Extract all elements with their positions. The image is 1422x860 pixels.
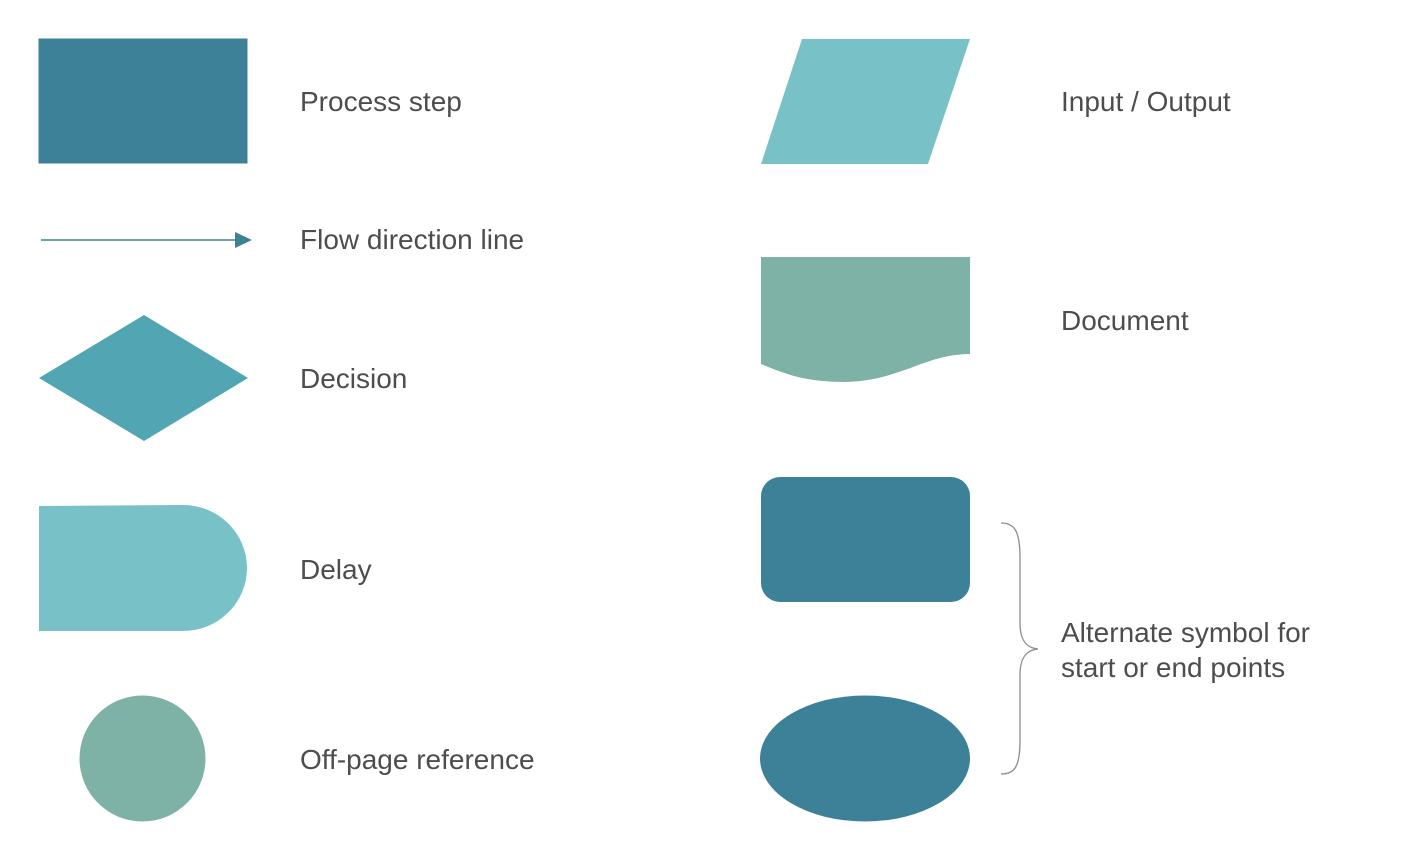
document-shape xyxy=(761,257,970,382)
input-output-parallelogram xyxy=(761,39,970,164)
document-symbol xyxy=(761,257,970,382)
off-page-circle xyxy=(79,695,206,822)
flow-direction-line-symbol xyxy=(41,232,252,248)
process-step-rect xyxy=(38,38,248,164)
flow-arrowhead-icon xyxy=(235,232,252,248)
curly-brace-path xyxy=(1000,522,1039,775)
off-page-reference-symbol xyxy=(79,695,206,822)
decision-diamond xyxy=(39,315,248,441)
delay-symbol xyxy=(39,505,247,631)
process-step-label: Process step xyxy=(300,86,462,117)
terminator-ellipse-symbol xyxy=(760,695,970,822)
off-page-reference-label: Off-page reference xyxy=(300,744,535,775)
process-step-symbol xyxy=(38,38,248,164)
decision-symbol xyxy=(39,315,248,441)
decision-label: Decision xyxy=(300,363,408,394)
delay-label: Delay xyxy=(300,554,372,585)
curly-brace xyxy=(1000,522,1039,775)
flow-direction-line-label: Flow direction line xyxy=(300,224,525,255)
terminator-ellipse xyxy=(760,695,970,822)
alternate-start-end-line2: start or end points xyxy=(1061,652,1286,683)
alternate-start-end-label: Alternate symbol for start or end points xyxy=(1061,615,1310,685)
terminator-rounded-rect xyxy=(761,477,970,602)
alternate-start-end-line1: Alternate symbol for xyxy=(1061,617,1310,648)
input-output-label: Input / Output xyxy=(1061,86,1231,117)
terminator-rounded-symbol xyxy=(761,477,970,602)
document-label: Document xyxy=(1061,305,1189,336)
input-output-symbol xyxy=(761,39,970,164)
delay-shape xyxy=(39,505,247,631)
